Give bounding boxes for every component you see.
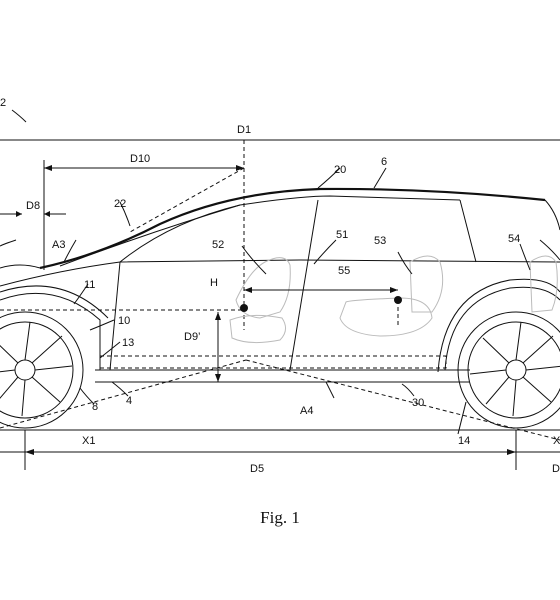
front-seat — [229, 257, 291, 344]
label-ref-22: 22 — [114, 198, 126, 210]
figure-caption: Fig. 1 — [260, 508, 300, 527]
label-ref-13: 13 — [122, 337, 134, 349]
label-d-right: D — [552, 463, 560, 475]
label-ref-6: 6 — [381, 156, 387, 168]
label-ref-10: 10 — [118, 315, 130, 327]
label-d1: D1 — [237, 124, 251, 136]
label-ref-54: 54 — [508, 233, 520, 245]
label-x-right: X — [553, 435, 560, 447]
label-ref-14: 14 — [458, 435, 470, 447]
label-ref-2: 2 — [0, 97, 6, 109]
label-d10: D10 — [130, 153, 150, 165]
rear-wheel — [457, 311, 560, 429]
label-ref-20: 20 — [334, 164, 346, 176]
label-ref-52: 52 — [212, 239, 224, 251]
label-ref-55: 55 — [338, 265, 350, 277]
rear-seat-2 — [529, 255, 558, 313]
dimension-d8 — [0, 211, 66, 217]
label-ref-8: 8 — [92, 401, 98, 413]
front-wheel — [0, 311, 84, 429]
hip-points — [0, 287, 402, 382]
label-ref-11: 11 — [84, 279, 95, 291]
label-ref-51: 51 — [336, 229, 348, 241]
reference-labels: 2 D1 D10 D8 22 20 6 A3 52 51 53 54 55 H … — [0, 97, 560, 475]
label-d5: D5 — [250, 463, 264, 475]
dimension-d1 — [0, 139, 560, 330]
label-a3: A3 — [52, 239, 65, 251]
label-ref-30: 30 — [412, 397, 424, 409]
car-body — [0, 187, 560, 453]
dimension-d10 — [43, 160, 245, 270]
label-d9p: D9’ — [184, 331, 201, 343]
label-h: H — [210, 277, 218, 289]
label-d8: D8 — [26, 200, 40, 212]
rear-seat — [339, 255, 444, 337]
label-ref-4: 4 — [126, 395, 132, 407]
label-ref-53: 53 — [374, 235, 386, 247]
label-a4: A4 — [300, 405, 313, 417]
leader-lines — [0, 109, 531, 435]
label-x1: X1 — [82, 435, 95, 447]
dimension-d5 — [24, 430, 517, 470]
